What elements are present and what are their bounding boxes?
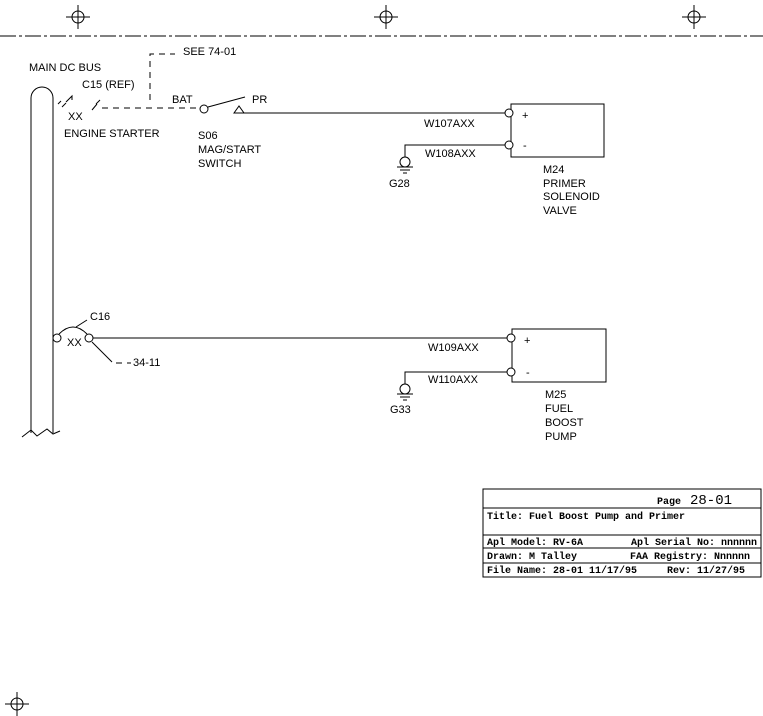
title-block-registry: FAA Registry: Nnnnnn bbox=[630, 551, 750, 563]
registration-mark-bottom-left bbox=[5, 692, 29, 716]
switch-s06-pr-label: PR bbox=[252, 94, 267, 106]
m25-plus-terminal bbox=[506, 333, 516, 343]
wire-w110-label: W110AXX bbox=[428, 374, 479, 386]
m25-id: M25 bbox=[545, 389, 566, 401]
title-block-page-number: 28-01 bbox=[690, 493, 732, 509]
registration-mark-top-right bbox=[682, 5, 706, 29]
breaker-c15-rating: XX bbox=[68, 111, 83, 123]
wire-w107-label: W107AXX bbox=[424, 118, 475, 130]
title-block-file: File Name: 28-01 11/17/95 bbox=[487, 565, 637, 577]
ground-g28-label: G28 bbox=[389, 178, 410, 190]
main-dc-bus bbox=[30, 86, 54, 433]
m25-name-line1: FUEL bbox=[545, 403, 573, 415]
switch-s06-name-line1: MAG/START bbox=[198, 144, 261, 156]
breaker-c15 bbox=[57, 94, 101, 111]
m25-minus-label: - bbox=[526, 367, 530, 379]
wire-w108 bbox=[404, 144, 506, 157]
breaker-c16-ref-leader bbox=[91, 341, 113, 363]
breaker-c16-bus-terminal bbox=[52, 333, 62, 343]
m24-name-line3: VALVE bbox=[543, 205, 577, 217]
breaker-c15-label: C15 (REF) bbox=[82, 79, 135, 91]
main-dc-bus-break bbox=[21, 428, 61, 438]
wire-w110 bbox=[404, 371, 507, 384]
wire-w109-label: W109AXX bbox=[428, 342, 479, 354]
ground-g28-symbol bbox=[397, 156, 413, 174]
component-m24-box bbox=[510, 103, 605, 158]
m25-name-line2: BOOST bbox=[545, 417, 584, 429]
switch-s06-pr-terminal bbox=[233, 105, 245, 114]
component-m25-box bbox=[511, 328, 607, 383]
breaker-c15-name: ENGINE STARTER bbox=[64, 128, 160, 140]
title-block-model: Apl Model: RV-6A bbox=[487, 537, 583, 549]
ground-g33-label: G33 bbox=[390, 404, 411, 416]
ground-g33-symbol bbox=[397, 383, 413, 401]
reference-dashed-line bbox=[102, 53, 199, 109]
wire-w108-label: W108AXX bbox=[425, 148, 476, 160]
main-dc-bus-label: MAIN DC BUS bbox=[29, 62, 101, 74]
m24-name-line1: PRIMER bbox=[543, 178, 586, 190]
m24-name-line2: SOLENOID bbox=[543, 191, 600, 203]
see-reference-label: SEE 74-01 bbox=[183, 46, 236, 58]
switch-s06-bat-label: BAT bbox=[172, 94, 193, 106]
switch-s06-id: S06 bbox=[198, 130, 218, 142]
title-block-serial: Apl Serial No: nnnnnn bbox=[631, 537, 757, 549]
switch-s06-blade bbox=[207, 96, 246, 108]
switch-s06-name-line2: SWITCH bbox=[198, 158, 241, 170]
m24-plus-terminal bbox=[504, 108, 514, 118]
m25-name-line3: PUMP bbox=[545, 431, 577, 443]
m24-id: M24 bbox=[543, 164, 564, 176]
breaker-c16-rating: XX bbox=[67, 337, 82, 349]
m24-plus-label: + bbox=[522, 110, 528, 122]
registration-mark-top-left bbox=[66, 5, 90, 29]
registration-mark-top-center bbox=[374, 5, 398, 29]
breaker-c16-load-terminal bbox=[84, 333, 94, 343]
title-block: Page 28-01 Title: Fuel Boost Pump and Pr… bbox=[482, 488, 762, 578]
m25-plus-label: + bbox=[524, 335, 530, 347]
title-block-rev: Rev: 11/27/95 bbox=[667, 565, 745, 577]
m25-minus-terminal bbox=[506, 367, 516, 377]
title-block-drawn: Drawn: M Talley bbox=[487, 551, 577, 563]
m24-minus-terminal bbox=[504, 140, 514, 150]
m24-minus-label: - bbox=[523, 140, 527, 152]
breaker-c16-ref-label: 34-11 bbox=[133, 357, 160, 369]
title-block-title: Title: Fuel Boost Pump and Primer bbox=[487, 511, 685, 523]
breaker-c16-leader bbox=[75, 319, 88, 328]
breaker-c16-arc bbox=[58, 326, 88, 335]
breaker-c16-label: C16 bbox=[90, 311, 110, 323]
switch-s06-bat-terminal bbox=[199, 104, 209, 114]
title-block-page-label: Page bbox=[657, 497, 681, 508]
